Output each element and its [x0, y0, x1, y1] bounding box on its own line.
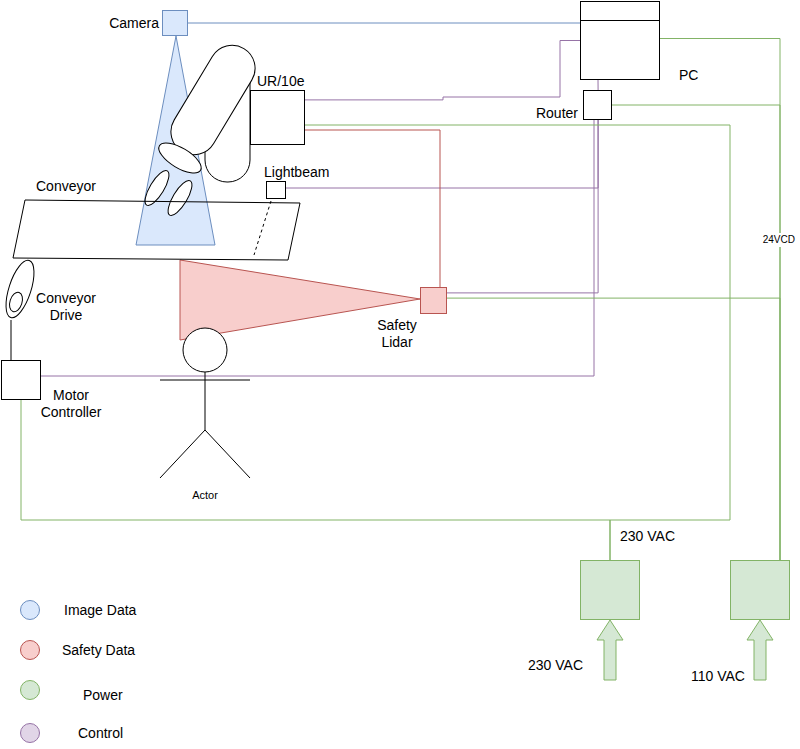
node-label: 230 VAC: [620, 528, 675, 545]
conveyor-belt-shape: [12, 199, 301, 261]
robot-controller-box: UR/10e: [250, 90, 305, 145]
node-label: 110 VAC: [691, 668, 745, 685]
actor-body: [205, 372, 206, 430]
legend-label: Safety Data: [62, 642, 135, 659]
actor-head: [183, 328, 227, 372]
legend-label: Control: [78, 725, 123, 742]
actor-arms: [160, 380, 250, 381]
node-label: Motor Controller: [31, 387, 111, 421]
node-label: Conveyor Drive: [33, 290, 99, 324]
node-label: Router: [536, 105, 578, 122]
actor-leg: [160, 430, 205, 478]
power-line: [305, 125, 730, 560]
safety-data-line: [305, 130, 440, 287]
actor-figure-shape: [158, 326, 254, 482]
camera-box: Camera: [162, 10, 188, 36]
conveyor-belt: Conveyor: [12, 199, 301, 261]
light-beam: [254, 201, 271, 255]
gripper-finger: [141, 167, 174, 208]
node-label: Safety Lidar: [362, 317, 432, 351]
control-line: [305, 41, 580, 100]
conveyor-drive-shape: [4, 258, 36, 320]
node-label: Lightbeam: [264, 164, 329, 181]
edge-label: 24VCD: [761, 233, 797, 247]
conveyor-drive: Conveyor Drive: [4, 258, 36, 320]
conveyor-outline: [13, 200, 300, 260]
pc-box: PC: [580, 1, 660, 80]
router-box: Router: [583, 90, 612, 120]
free-label: 230 VAC: [528, 657, 583, 674]
power-supply: 110 VAC: [730, 560, 790, 620]
power-line: [612, 105, 780, 560]
drive-roller: [0, 257, 39, 321]
lightbeam-sensor: Lightbeam: [266, 181, 286, 199]
legend-label: Image Data: [64, 602, 136, 619]
legend-swatch: [20, 600, 40, 620]
node-label: Camera: [109, 15, 159, 32]
actor-figure: Actor: [158, 326, 254, 482]
power-line: [21, 400, 610, 560]
power-input-arrow: [747, 620, 773, 680]
drive-link-line: [11, 320, 12, 360]
gripper-finger: [164, 177, 197, 218]
node-label: UR/10e: [257, 73, 304, 90]
power-supply: 230 VAC: [580, 560, 640, 620]
control-line: [41, 120, 594, 376]
image-data-line: [188, 23, 580, 24]
pc-divider: [581, 20, 659, 21]
legend-swatch: [20, 723, 40, 743]
robot-arm: [162, 37, 263, 164]
power-line: [660, 39, 780, 561]
control-line: [447, 120, 598, 293]
node-label: Actor: [192, 487, 218, 504]
safety-lidar-box: Safety Lidar: [420, 287, 447, 314]
power-input-arrow: [597, 620, 623, 680]
node-label: Conveyor: [36, 178, 96, 195]
control-line: [598, 80, 599, 90]
power-line: [447, 298, 780, 560]
legend-swatch: [20, 680, 40, 700]
motor-controller-box: Motor Controller: [1, 360, 41, 400]
drive-roller-end: [7, 291, 25, 314]
actor-leg: [205, 430, 250, 478]
legend-label: Power: [83, 687, 123, 704]
legend-swatch: [20, 640, 40, 660]
node-label: PC: [679, 67, 698, 84]
